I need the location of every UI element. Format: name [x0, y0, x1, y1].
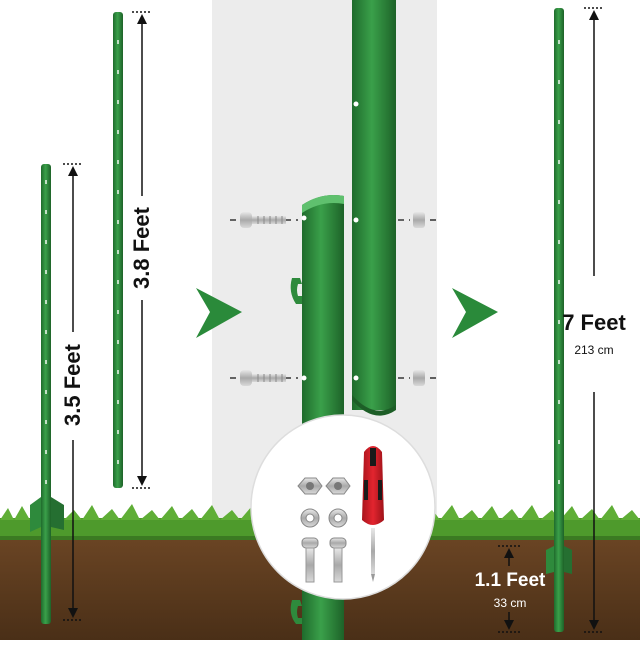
long-post: [113, 12, 123, 488]
buried-depth-cm-label: 33 cm: [493, 596, 527, 610]
short-post: [30, 164, 64, 624]
total-height-feet-label: 7 Feet: [562, 310, 626, 335]
nut-icon: [413, 212, 425, 228]
bolt-icon: [240, 370, 286, 386]
long-post-height-label: 3.8 Feet: [129, 207, 154, 289]
bolt-icon: [240, 212, 286, 228]
short-post-height-label: 3.5 Feet: [60, 344, 85, 426]
buried-depth-feet-label: 1.1 Feet: [474, 570, 546, 591]
hardware-kit: [250, 414, 436, 600]
short-post-dimension: [63, 163, 83, 621]
washer-icon: [328, 508, 348, 528]
buried-depth-dimension: [498, 545, 520, 633]
long-post-dimension: [132, 11, 152, 489]
arrow-right-icon: [452, 288, 498, 338]
bolt-icon: [301, 537, 319, 583]
total-height-cm-label: 213 cm: [574, 343, 614, 357]
bolt-icon: [329, 537, 347, 583]
screwdriver-icon: [362, 446, 384, 582]
nut-icon: [297, 477, 323, 495]
arrow-right-icon: [196, 288, 242, 338]
nut-icon: [413, 370, 425, 386]
washer-icon: [300, 508, 320, 528]
assembled-post: [546, 8, 572, 632]
total-height-dimension: [584, 7, 604, 633]
nut-icon: [325, 477, 351, 495]
